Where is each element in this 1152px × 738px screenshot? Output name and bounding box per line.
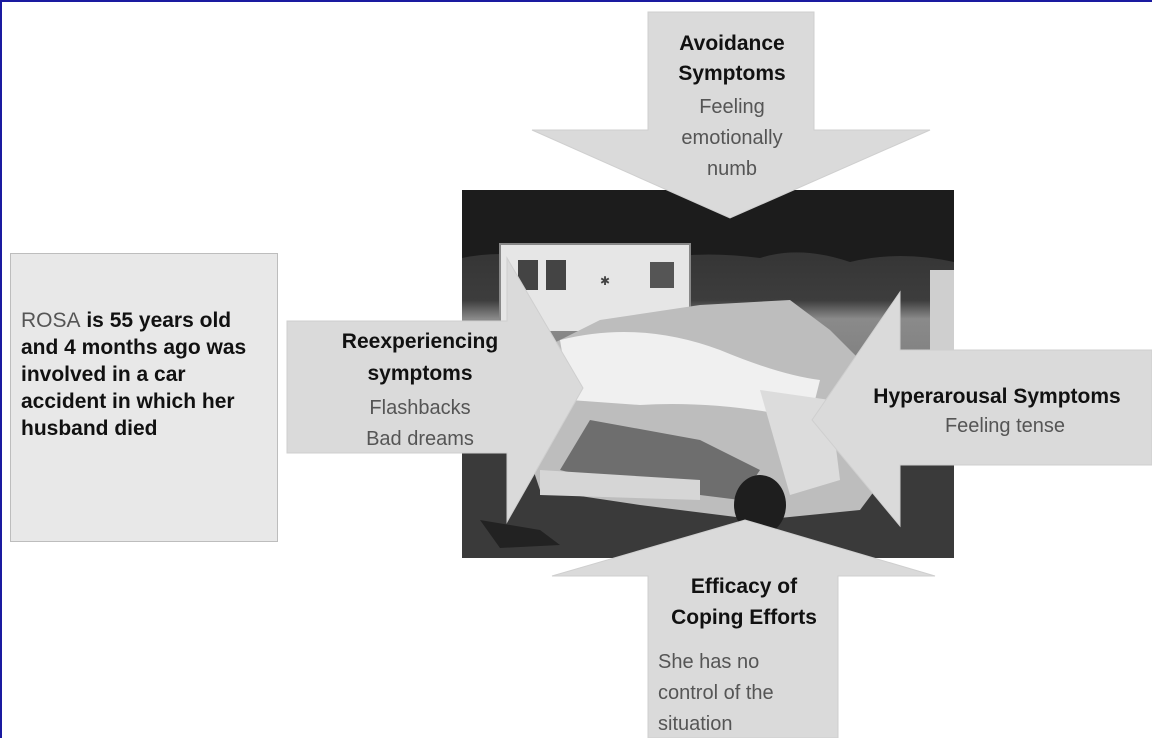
avoidance-detail-1: Feeling [699, 96, 765, 118]
rosa-description: is 55 years old and 4 months ago was inv… [21, 309, 247, 440]
coping-detail-2: control of the [658, 682, 774, 704]
coping-title-1: Efficacy of [690, 575, 798, 598]
avoidance-title-1: Avoidance [679, 32, 785, 55]
hyperarousal-detail: Feeling tense [944, 415, 1066, 437]
coping-title-2: Coping Efforts [671, 606, 817, 629]
coping-detail-3: situation [658, 713, 733, 735]
svg-text:✱: ✱ [600, 274, 610, 288]
hyperarousal-arrow [811, 290, 1152, 528]
avoidance-detail-2: emotionally [681, 127, 783, 149]
hyperarousal-title: Hyperarousal Symptoms [873, 385, 1121, 408]
coping-detail-1: She has no [658, 651, 760, 673]
reexperiencing-detail-2: Bad dreams [366, 428, 474, 450]
rosa-name: ROSA [21, 309, 81, 332]
avoidance-title-2: Symptoms [678, 62, 786, 85]
reexperiencing-title-1: Reexperiencing [341, 330, 499, 353]
rosa-text: ROSA is 55 years old and 4 months ago wa… [21, 307, 271, 442]
reexperiencing-arrow [286, 256, 584, 524]
avoidance-arrow [531, 11, 931, 219]
avoidance-detail-3: numb [706, 158, 758, 180]
reexperiencing-title-2: symptoms [367, 362, 473, 385]
reexperiencing-detail-1: Flashbacks [369, 397, 471, 419]
rosa-box [10, 253, 278, 542]
coping-arrow [551, 519, 936, 738]
